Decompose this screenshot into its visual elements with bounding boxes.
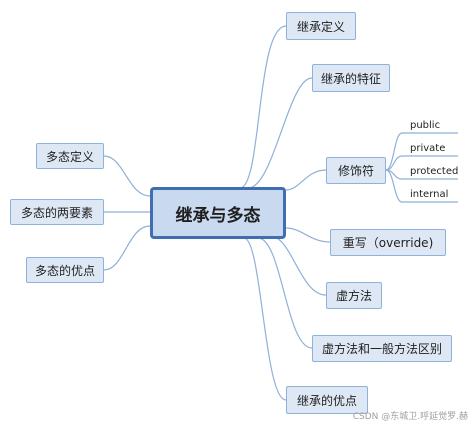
node-inheritance-features: 继承的特征: [312, 64, 390, 92]
connector-right-4: [285, 227, 331, 243]
node-virtual-vs-normal-method: 虚方法和一般方法区别: [312, 335, 452, 362]
node-inheritance-advantages: 继承的优点: [286, 386, 368, 414]
node-label: 虚方法: [335, 289, 372, 303]
node-polymorphism-advantages: 多态的优点: [26, 257, 104, 283]
connector-mod-1: [385, 132, 403, 171]
leaf-label: private: [410, 143, 446, 154]
leaf-label: protected: [410, 166, 459, 177]
node-label: 继承的特征: [320, 71, 381, 86]
connector-mod-2: [385, 155, 403, 171]
node-polymorphism-definition: 多态定义: [36, 143, 104, 169]
root-label: 继承与多态: [175, 205, 261, 226]
connector-right-5: [269, 235, 327, 296]
node-label: 重写（override): [342, 236, 434, 250]
connector-right-6: [257, 237, 313, 349]
connector-right-7: [243, 237, 287, 401]
leaf-internal: internal: [410, 189, 448, 200]
node-modifiers: 修饰符: [326, 157, 386, 184]
node-label: 继承的优点: [296, 393, 357, 408]
watermark: CSDN @东城卫.呼延觉罗.赫: [352, 412, 468, 422]
node-polymorphism-two-elements: 多态的两要素: [10, 199, 104, 225]
leaf-label: internal: [410, 189, 449, 200]
node-inheritance-definition: 继承定义: [286, 12, 356, 40]
node-label: 继承定义: [296, 19, 345, 34]
node-virtual-method: 虚方法: [326, 282, 382, 309]
connector-mod-4: [385, 169, 403, 203]
connector-left-3: [103, 225, 151, 271]
connector-left-1: [103, 155, 151, 197]
connector-right-3: [285, 169, 327, 191]
root-node: 继承与多态: [150, 187, 286, 239]
node-label: 虚方法和一般方法区别: [321, 342, 442, 356]
node-label: 修饰符: [337, 164, 374, 178]
leaf-protected: protected: [410, 166, 458, 177]
leaf-public: public: [410, 120, 440, 131]
leaf-label: public: [410, 120, 441, 131]
node-label: 多态的两要素: [20, 205, 93, 220]
connector-right-1: [239, 25, 287, 189]
connector-right-2: [247, 77, 313, 189]
node-label: 多态的优点: [34, 263, 95, 278]
leaf-private: private: [410, 143, 445, 154]
node-label: 多态定义: [45, 149, 94, 164]
node-override: 重写（override): [330, 229, 446, 256]
